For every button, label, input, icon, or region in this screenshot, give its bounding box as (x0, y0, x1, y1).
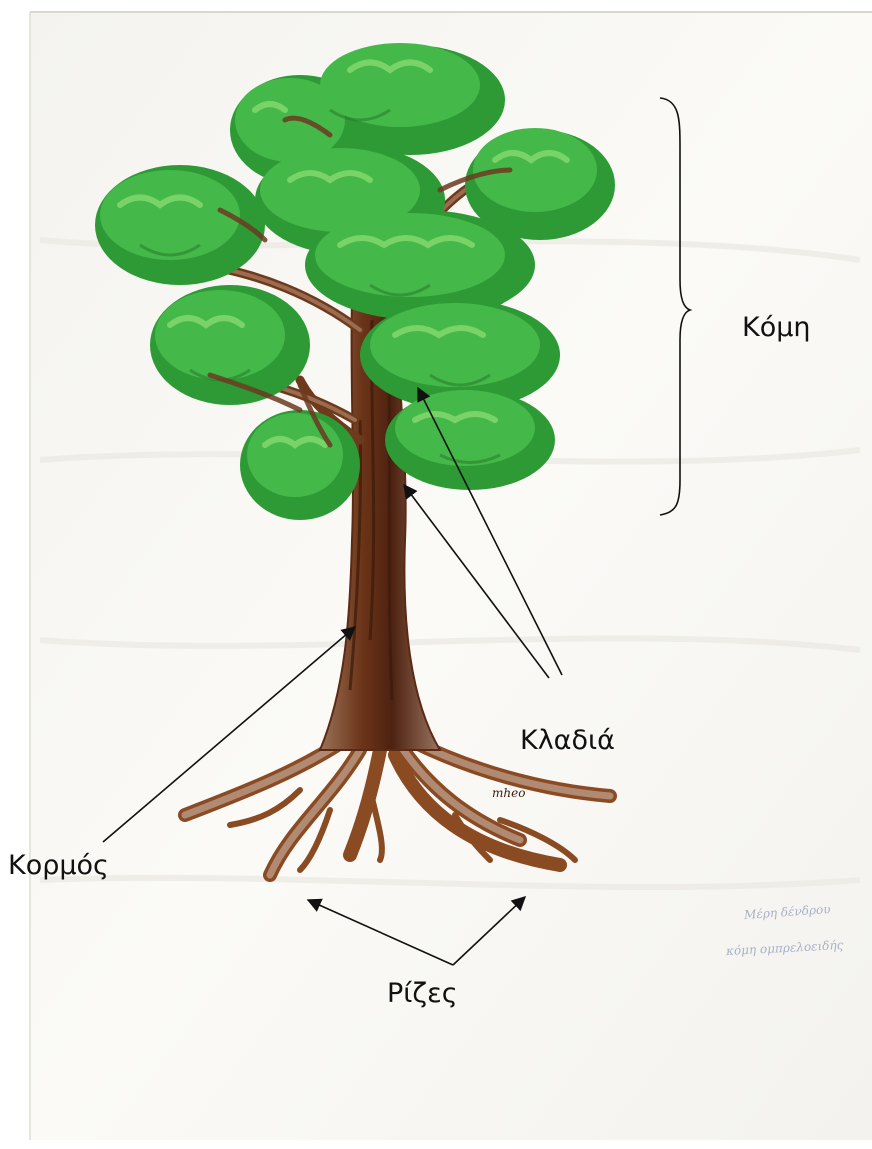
crown-label: Κόμη (742, 314, 811, 341)
trunk-label: Κορμός (8, 852, 109, 879)
roots-label: Ρίζες (387, 980, 458, 1007)
branches-label: Κλαδιά (520, 727, 615, 754)
artist-signature: mheo (492, 786, 525, 800)
